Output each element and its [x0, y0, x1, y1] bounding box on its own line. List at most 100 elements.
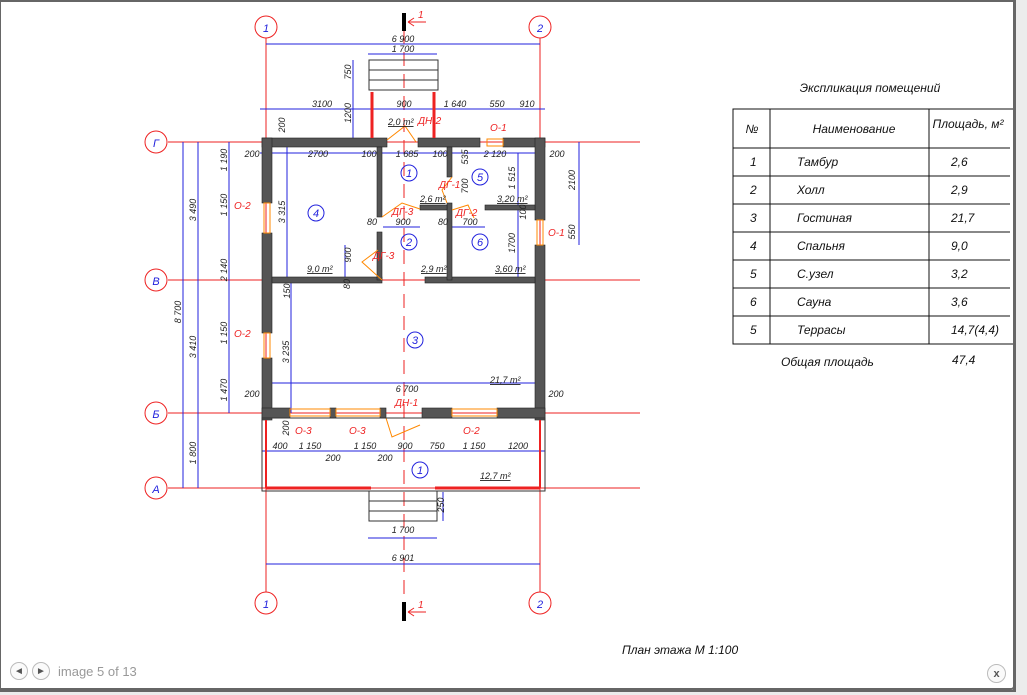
walls — [261, 137, 546, 421]
axis-label-v: В — [152, 276, 159, 288]
dim-label: 750 — [343, 64, 353, 79]
close-icon: x — [993, 667, 1000, 680]
row-number: 3 — [750, 211, 757, 225]
row-area: 2,6 — [950, 155, 968, 169]
dim-label: 400 — [272, 441, 287, 451]
dim-label: 6 900 — [392, 34, 415, 44]
row-name: Террасы — [797, 323, 846, 337]
arrow-right-icon: ► — [36, 665, 46, 677]
room-area: 9,0 m² — [307, 264, 334, 274]
row-area: 2,9 — [950, 183, 968, 197]
close-button[interactable]: x — [987, 664, 1006, 683]
opening-label: О-2 — [234, 329, 251, 340]
total-area-value: 47,4 — [952, 353, 976, 367]
dim-label: 100 — [518, 204, 528, 219]
dim-label: 6 700 — [396, 384, 419, 394]
axis-label-2: 2 — [536, 23, 543, 35]
opening-label: О-2 — [234, 201, 251, 212]
room-number: 6 — [477, 237, 484, 249]
opening-label: О-1 — [490, 123, 507, 134]
explication-table — [732, 108, 1024, 345]
dim-label: 80 — [438, 217, 448, 227]
row-name: С.узел — [797, 267, 834, 281]
dim-label: 100 — [432, 149, 447, 159]
opening-label: О-2 — [463, 426, 480, 437]
table-row: 5 Террасы 14,7(4,4) — [750, 323, 999, 337]
explication-title: Экспликация помещений — [800, 81, 941, 95]
room-area: 3,20 m² — [497, 194, 529, 204]
row-number: 6 — [750, 295, 757, 309]
next-image-button[interactable]: ► — [32, 662, 50, 680]
dim-label: 1 150 — [219, 194, 229, 217]
dim-label: 200 — [277, 117, 287, 133]
image-counter: image 5 of 13 — [58, 663, 137, 679]
dim-label: 1 150 — [463, 441, 486, 451]
row-area: 3,2 — [951, 267, 968, 281]
room-number: 1 — [406, 168, 412, 180]
room-area: 21,7 m² — [489, 375, 522, 385]
table-row: 4 Спальня 9,0 — [750, 239, 968, 253]
dim-label: 200 — [243, 389, 259, 399]
dim-label: 2 140 — [219, 259, 229, 283]
dim-label: 200 — [281, 420, 291, 436]
axis-label-1: 1 — [263, 599, 269, 611]
dim-label: 200 — [243, 149, 259, 159]
room-area: 2,9 m² — [420, 264, 448, 274]
dim-label: 1 700 — [392, 525, 415, 535]
dim-label: 900 — [396, 99, 411, 109]
room-number: 5 — [477, 172, 484, 184]
axis-bubbles — [144, 15, 552, 615]
row-number: 2 — [749, 183, 757, 197]
dim-label: 3 315 — [277, 200, 287, 224]
dim-label: 250 — [436, 497, 446, 513]
table-header-name: Наименование — [813, 122, 896, 136]
row-number: 4 — [750, 239, 757, 253]
dim-label: 3 490 — [188, 199, 198, 222]
room-area: 2,6 m² — [419, 194, 447, 204]
opening-label: ДГ-3 — [372, 251, 395, 262]
dim-label: 1200 — [343, 103, 353, 123]
section-label: 1 — [418, 600, 424, 611]
dim-label: 700 — [462, 217, 477, 227]
dim-label: 2 120 — [483, 149, 507, 159]
opening-label: О-1 — [548, 228, 565, 239]
dim-label: 1 150 — [219, 322, 229, 345]
opening-label: О-3 — [349, 426, 366, 437]
dim-label: 200 — [324, 453, 340, 463]
drawing-caption: План этажа М 1:100 — [622, 643, 738, 657]
dim-label: 1200 — [508, 441, 528, 451]
section-marks: 1 1 — [402, 10, 426, 621]
dim-label: 2100 — [567, 170, 577, 191]
table-row: 2 Холл 2,9 — [749, 183, 968, 197]
terrace — [261, 417, 546, 522]
dim-label: 1 700 — [392, 44, 415, 54]
room-markers — [307, 164, 489, 479]
row-area: 9,0 — [951, 239, 968, 253]
dim-label: 1 685 — [396, 149, 420, 159]
viewer-footer: ◄ ► image 5 of 13 — [10, 662, 137, 680]
opening-label: ДГ-2 — [455, 208, 478, 219]
axis-label-g: Г — [153, 138, 160, 150]
row-number: 5 — [750, 323, 757, 337]
dim-label: 1 150 — [299, 441, 322, 451]
table-header-number: № — [746, 122, 759, 136]
dim-label: 535 — [460, 149, 470, 165]
dim-label: 550 — [489, 99, 504, 109]
previous-image-button[interactable]: ◄ — [10, 662, 28, 680]
row-name: Тамбур — [797, 155, 838, 169]
dim-label: 150 — [282, 283, 292, 298]
table-row: 6 Сауна 3,6 — [750, 295, 968, 309]
opening-label: ДГ-3 — [391, 207, 414, 218]
room-number: 1 — [417, 465, 423, 477]
row-name: Спальня — [797, 239, 845, 253]
row-name: Холл — [796, 183, 825, 197]
dim-label: 3 410 — [188, 336, 198, 359]
porch-top — [368, 59, 439, 138]
dim-label: 80 — [367, 217, 377, 227]
dim-label: 750 — [429, 441, 444, 451]
table-header-area: Площадь, м² — [933, 117, 1005, 131]
row-number: 5 — [750, 267, 757, 281]
row-name: Сауна — [797, 295, 832, 309]
dim-label: 6 901 — [392, 553, 415, 563]
